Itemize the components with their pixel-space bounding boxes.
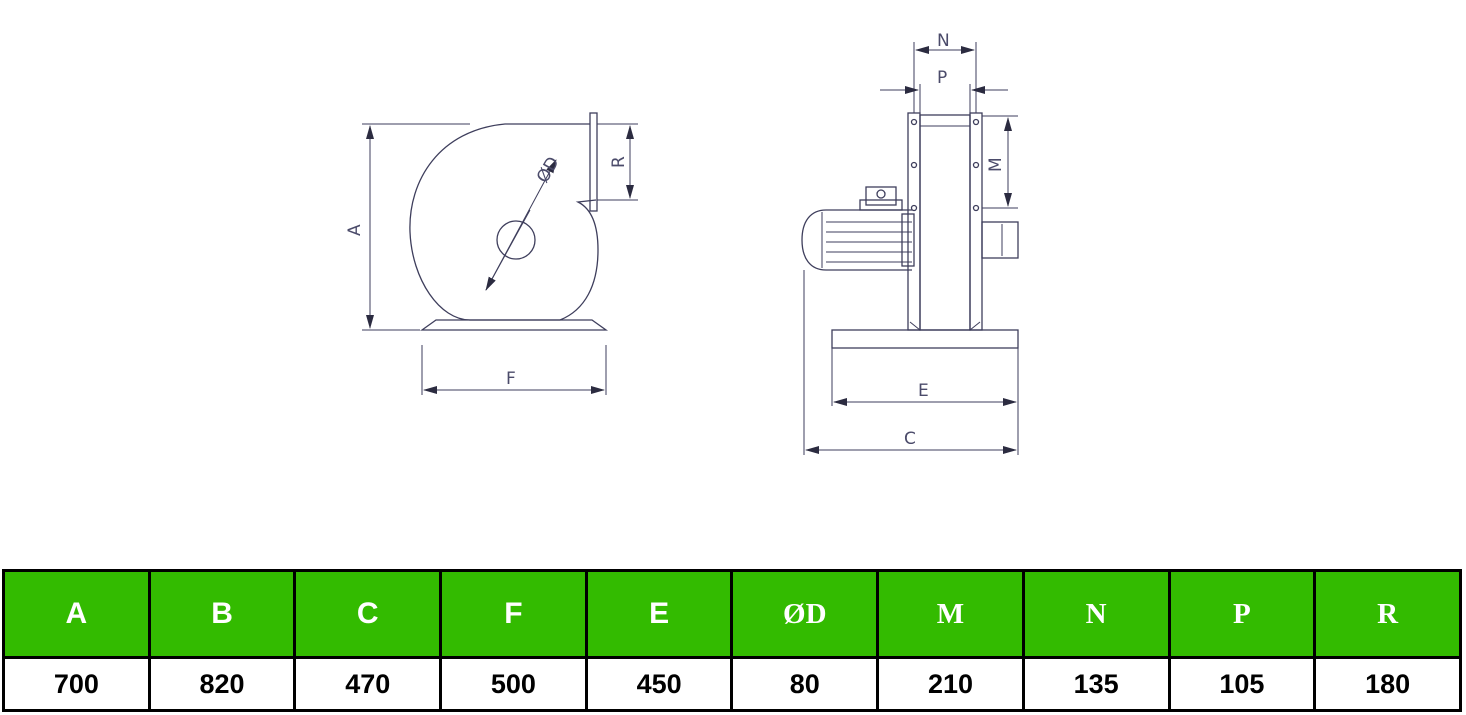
outlet-flange [589,112,598,212]
front-view: ØD A R F [345,112,638,395]
table-row: 700 820 470 500 450 80 210 135 105 180 [2,656,1462,712]
value-E: 450 [584,656,734,712]
terminal-box-base [859,199,903,211]
header-A: A [2,569,151,659]
bolt [910,118,918,126]
label-F: F [506,369,516,389]
label-A: A [345,224,365,236]
label-D: ØD [533,154,564,187]
value-M: 210 [876,656,1025,712]
label-P: P [937,68,947,88]
table-header-row: A B C F E ØD M N P R [2,569,1462,659]
bolt [972,161,980,169]
inlet-circle [496,220,536,260]
bolt [910,204,918,212]
header-M: M [876,569,1025,659]
header-F: F [439,569,588,659]
header-R: R [1313,569,1462,659]
label-R: R [609,156,629,168]
label-M: M [986,157,1006,172]
support-left [909,321,921,331]
value-R: 180 [1313,656,1462,712]
value-D: 80 [730,656,880,712]
support-right [969,321,981,331]
header-P: P [1167,569,1317,659]
fan-base [419,319,609,331]
base-plate [831,329,1019,349]
header-E: E [584,569,734,659]
header-N: N [1021,569,1171,659]
inlet-stub [981,221,1019,259]
bolt [972,118,980,126]
side-view: N P M E C [801,31,1019,455]
value-P: 105 [1167,656,1317,712]
value-B: 820 [147,656,297,712]
housing-flange-right [969,112,983,331]
bolt [972,204,980,212]
value-A: 700 [2,656,151,712]
terminal-box [865,186,897,206]
terminal-screw [876,189,886,199]
value-N: 135 [1021,656,1171,712]
diameter-leader-lower [485,209,531,291]
label-C: C [904,429,916,449]
label-E: E [918,381,929,401]
header-D: ØD [730,569,880,659]
bolt [910,161,918,169]
value-C: 470 [293,656,443,712]
motor-body [801,209,912,271]
fan-scroll-housing [409,123,599,321]
header-B: B [147,569,297,659]
label-N: N [937,31,950,51]
fan-housing-side [919,114,971,331]
header-C: C [293,569,443,659]
technical-drawing: ØD A R F [345,31,1019,455]
value-F: 500 [439,656,588,712]
dimensions-table: A B C F E ØD M N P R 700 820 470 500 450… [2,569,1462,712]
